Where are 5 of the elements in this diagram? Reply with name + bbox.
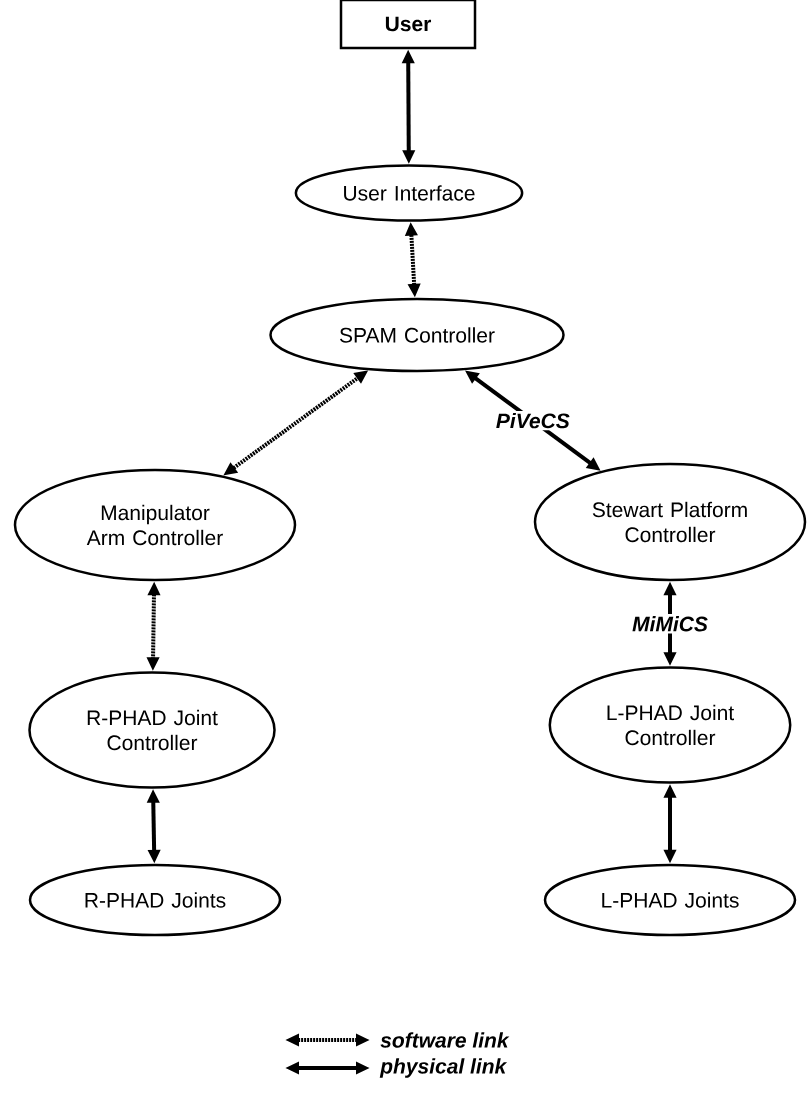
edge-label: PiVeCS (493, 410, 572, 431)
edge-label: MiMiCS (630, 614, 710, 634)
legend-text: software link (380, 1032, 510, 1048)
user-box: User (339, 0, 477, 50)
legend-text: physical link (379, 1058, 508, 1078)
